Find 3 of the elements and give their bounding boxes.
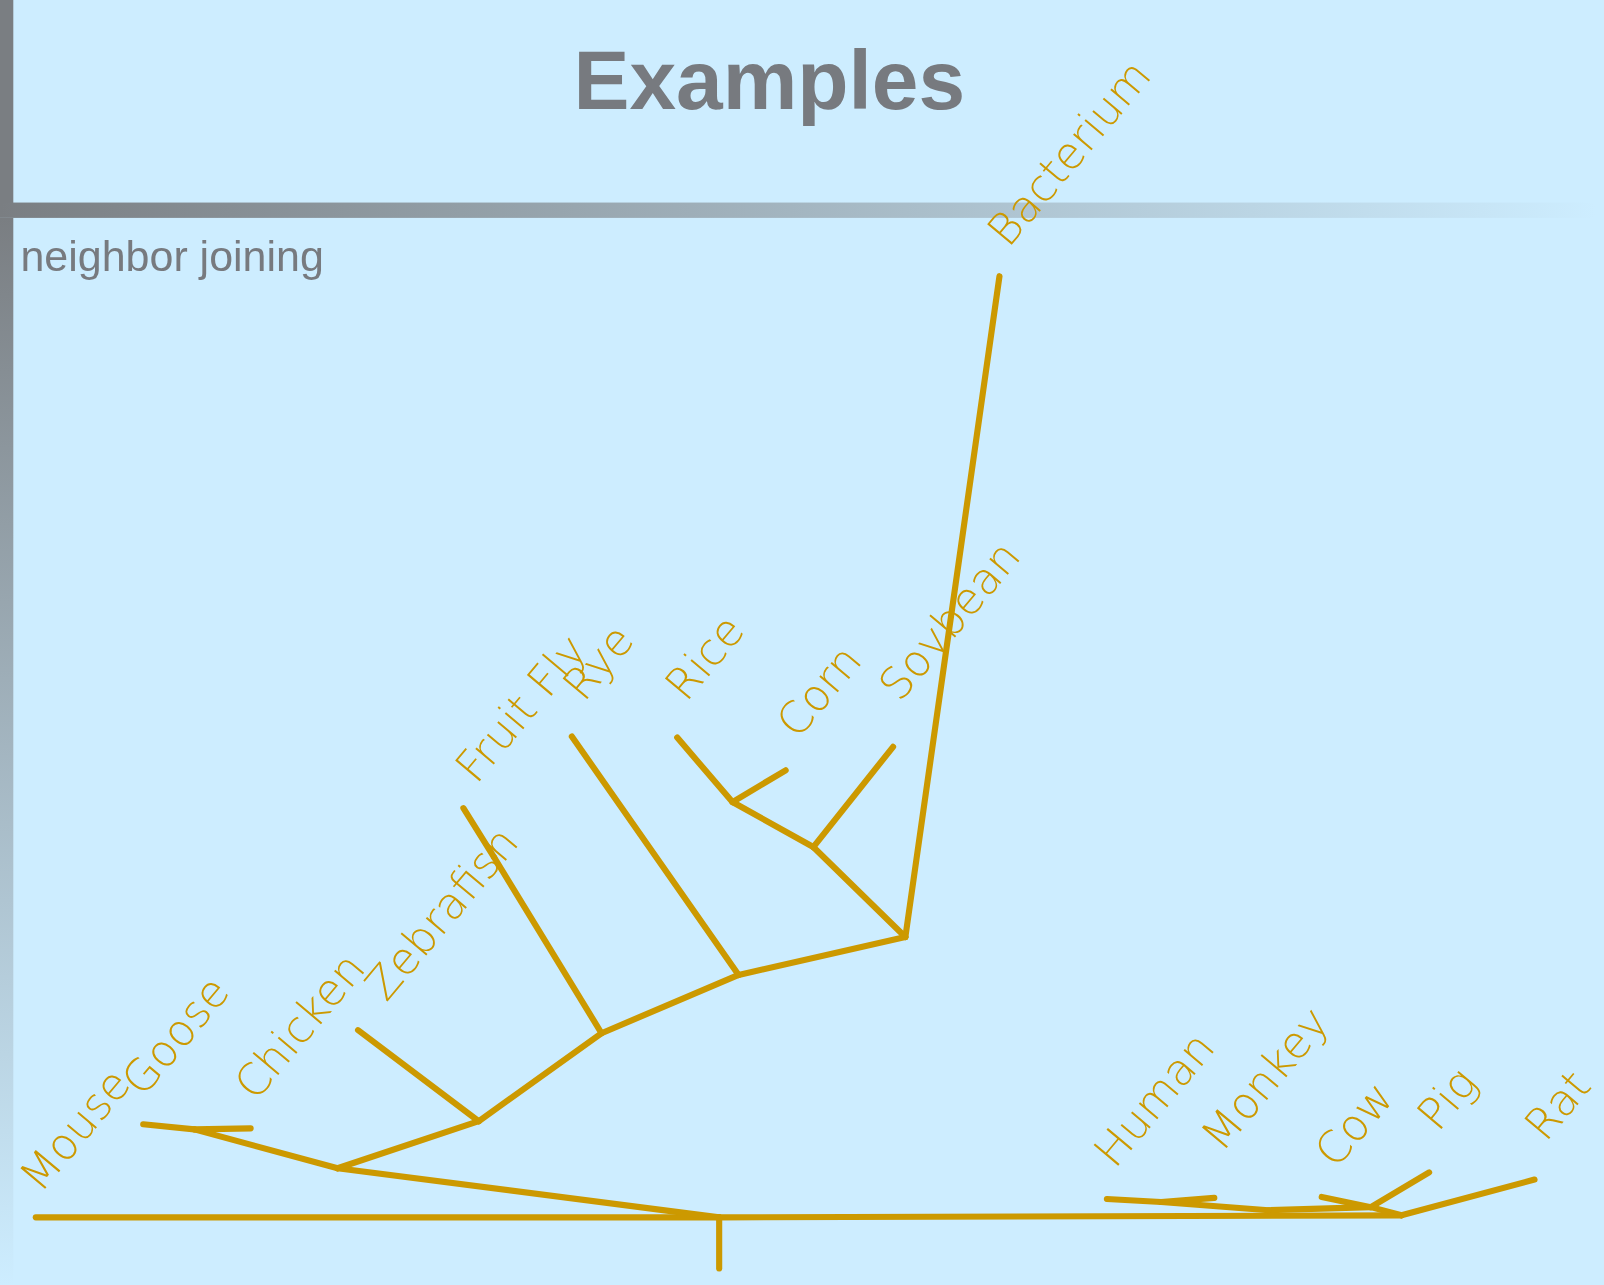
species-label: Pig: [1409, 1060, 1485, 1138]
species-label: Rat: [1517, 1063, 1599, 1148]
subtitle: neighbor joining: [20, 235, 324, 279]
